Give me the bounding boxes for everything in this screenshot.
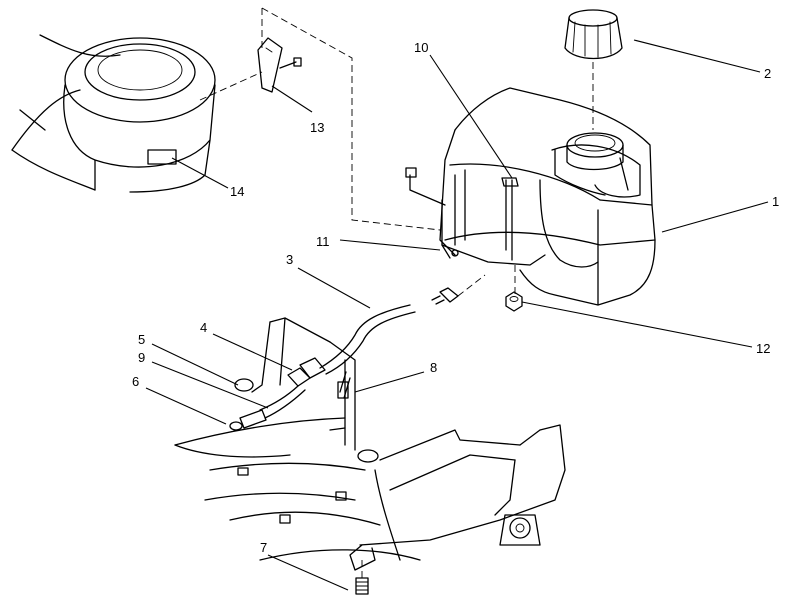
shroud-bracket [199, 37, 302, 101]
leader-13 [271, 85, 313, 113]
leader-12 [521, 301, 753, 348]
callout-6: 6 [132, 374, 139, 389]
leader-10 [429, 54, 513, 179]
fuel-cap [564, 9, 623, 130]
decal-plate [147, 149, 177, 165]
nut [505, 291, 523, 312]
leader-9 [151, 361, 269, 409]
callout-10: 10 [414, 40, 428, 55]
callout-8: 8 [430, 360, 437, 375]
callout-1: 1 [772, 194, 779, 209]
leader-14 [171, 157, 229, 189]
callout-4: 4 [200, 320, 207, 335]
fuel-filter [229, 357, 326, 431]
leader-3 [297, 267, 371, 309]
callout-14: 14 [230, 184, 244, 199]
leader-4 [212, 333, 293, 371]
mounting-bracket [234, 317, 379, 463]
callout-3: 3 [286, 252, 293, 267]
fuel-line [319, 274, 486, 375]
callout-12: 12 [756, 341, 770, 356]
callout-9: 9 [138, 350, 145, 365]
bottom-screw [355, 560, 369, 595]
callout-2: 2 [764, 66, 771, 81]
filler-neck [566, 132, 624, 171]
callout-7: 7 [260, 540, 267, 555]
leader-lines [145, 39, 769, 591]
mower-frame [174, 417, 566, 571]
callout-5: 5 [138, 332, 145, 347]
callouts: 1 2 3 4 5 6 7 8 9 10 11 12 13 14 [132, 40, 779, 555]
leader-8 [354, 371, 425, 393]
leader-2 [633, 39, 761, 73]
leader-6 [145, 387, 227, 425]
tank-bracket [405, 167, 546, 295]
leader-7 [267, 554, 349, 591]
mounting-plane [261, 7, 441, 231]
engine-shroud [11, 34, 216, 193]
leader-5 [151, 343, 239, 386]
callout-13: 13 [310, 120, 324, 135]
callout-11: 11 [316, 234, 330, 249]
leader-1 [661, 201, 769, 233]
fuel-tank [439, 87, 656, 306]
leader-11 [339, 239, 441, 251]
